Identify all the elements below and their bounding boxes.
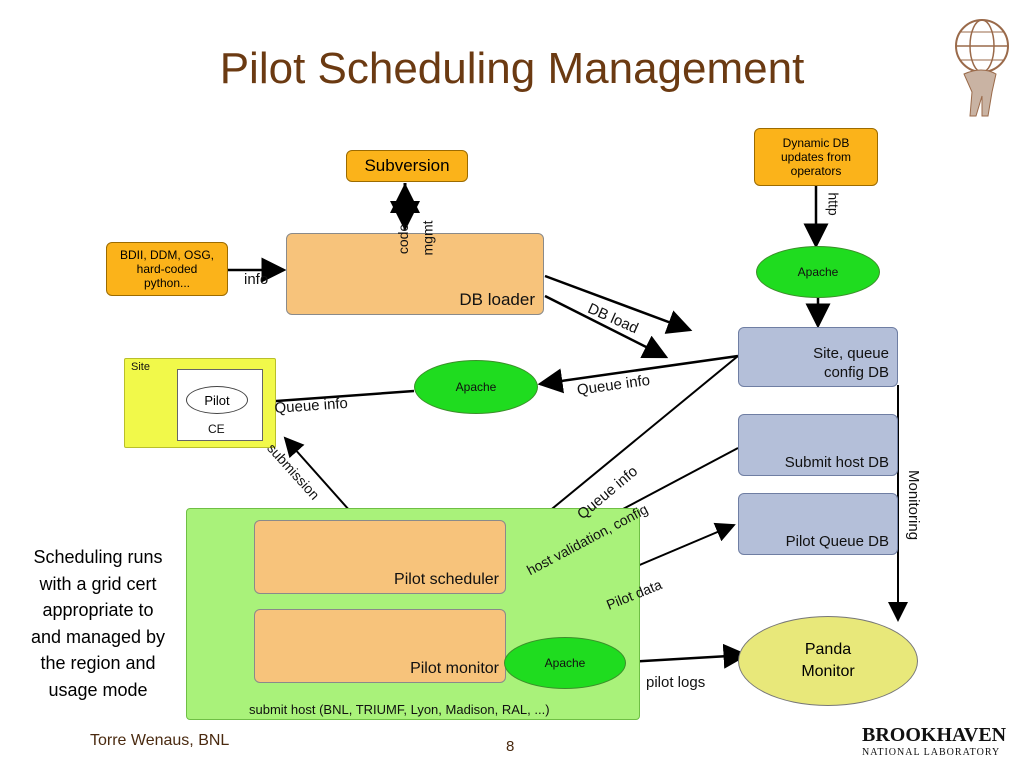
submit-host-label: submit host (BNL, TRIUMF, Lyon, Madison,…: [249, 702, 550, 717]
monitoring-label: Monitoring: [905, 470, 922, 541]
ce-label: CE: [208, 422, 225, 436]
footer-author: Torre Wenaus, BNL: [90, 732, 230, 749]
pilot-scheduler-box: Pilot scheduler: [254, 520, 506, 594]
bdii-label: BDII, DDM, OSG, hard-coded python...: [119, 248, 214, 290]
side-note-line: with a grid cert: [39, 573, 157, 594]
site-queue-db-box: Site, queue config DB: [738, 327, 898, 387]
db-loader-box: DB loader: [286, 233, 544, 315]
side-note-line: appropriate to: [42, 600, 154, 620]
pilot-monitor-label: Pilot monitor: [410, 660, 499, 677]
db-loader-label: DB loader: [459, 290, 535, 309]
pilot-ellipse: Pilot: [186, 386, 248, 414]
side-note-line: usage mode: [48, 679, 148, 700]
site-box: Site Pilot CE: [124, 358, 276, 448]
submit-host-db-box: Submit host DB: [738, 414, 898, 476]
mgmt-label: mgmt: [419, 220, 436, 256]
side-note-line: and managed by: [30, 626, 166, 647]
brookhaven-logo: BROOKHAVEN NATIONAL LABORATORY: [862, 724, 1016, 764]
side-note: Scheduling runs with a grid cert appropr…: [10, 544, 186, 703]
ce-box: Pilot CE: [177, 369, 263, 441]
panda-monitor-ellipse: Panda Monitor: [738, 616, 918, 706]
apache-bottom-label: Apache: [544, 656, 586, 670]
logo-sub-text: NATIONAL LABORATORY: [862, 747, 1001, 758]
apache-mid-label: Apache: [455, 380, 497, 394]
apache-top-label: Apache: [797, 265, 839, 279]
dynamic-db-label: Dynamic DB updates from operators: [780, 136, 852, 178]
apache-bottom-ellipse: Apache: [504, 637, 626, 689]
site-label: Site: [131, 361, 150, 373]
side-note-line: Scheduling runs: [33, 547, 163, 567]
atlas-logo: [944, 12, 1016, 118]
http-label: http: [825, 192, 842, 216]
code-label: code: [395, 223, 412, 255]
bdii-box: BDII, DDM, OSG, hard-coded python...: [106, 242, 228, 296]
pilot-label: Pilot: [204, 392, 230, 408]
page-number: 8: [506, 738, 515, 755]
subversion-box: Subversion: [346, 150, 468, 182]
apache-top-ellipse: Apache: [756, 246, 880, 298]
pilot-monitor-box: Pilot monitor: [254, 609, 506, 683]
pilot-scheduler-label: Pilot scheduler: [394, 571, 499, 588]
pilot-logs-label: pilot logs: [646, 674, 706, 691]
side-note-line: the region and: [40, 653, 156, 673]
submit-host-db-label: Submit host DB: [784, 454, 889, 471]
pilot-queue-db-label: Pilot Queue DB: [785, 533, 889, 550]
dynamic-db-box: Dynamic DB updates from operators: [754, 128, 878, 186]
site-queue-db-label: Site, queue config DB: [813, 345, 889, 381]
apache-mid-ellipse: Apache: [414, 360, 538, 414]
pilot-queue-db-box: Pilot Queue DB: [738, 493, 898, 555]
logo-main-text: BROOKHAVEN: [862, 724, 1007, 746]
panda-monitor-label: Panda Monitor: [801, 641, 855, 680]
info-label: info: [244, 271, 269, 288]
page-title: Pilot Scheduling Management: [219, 44, 805, 93]
subversion-label: Subversion: [364, 156, 450, 175]
